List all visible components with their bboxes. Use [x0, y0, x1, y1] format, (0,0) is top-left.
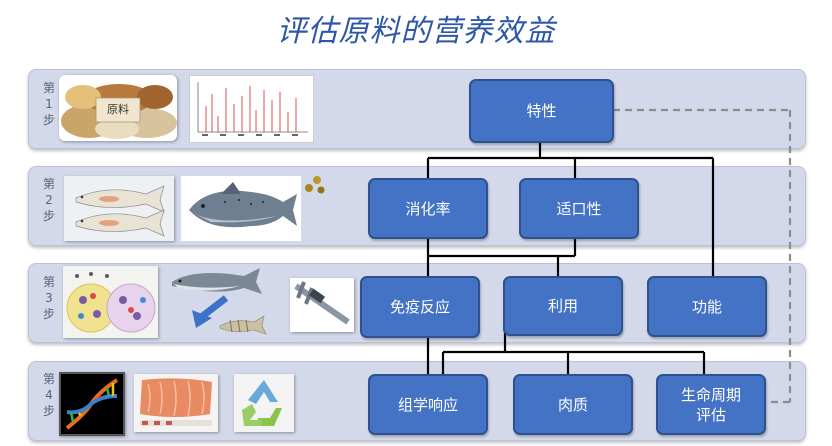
node-transcriptomic-response: 组学响应 — [368, 374, 488, 435]
fillet-icon — [134, 374, 218, 432]
recycle-icon — [234, 374, 294, 432]
caliper-icon — [290, 278, 354, 332]
feed-pellets-icon — [303, 172, 327, 196]
diagram-title: 评估原料的营养效益 — [276, 14, 556, 49]
raw-material-label: 原料 — [107, 103, 129, 116]
immune-cells-icon — [63, 266, 158, 338]
grain-pile-icon: 原料 — [59, 75, 177, 141]
node-flesh-quality: 肉质 — [513, 374, 633, 435]
node-digestibility: 消化率 — [368, 178, 488, 239]
node-lifecycle-assessment: 生命周期 评估 — [656, 374, 766, 435]
juvenile-fish-icon — [170, 266, 272, 336]
node-function: 功能 — [647, 276, 767, 337]
node-characteristics: 特性 — [469, 79, 614, 143]
fish-anatomy-icon — [64, 176, 174, 241]
salmon-icon — [181, 176, 301, 241]
node-utilization: 利用 — [503, 276, 623, 336]
node-palatability: 适口性 — [519, 178, 639, 239]
dna-icon — [59, 372, 125, 436]
node-immune-response: 免疫反应 — [360, 276, 480, 338]
chromatogram-icon — [189, 75, 314, 143]
